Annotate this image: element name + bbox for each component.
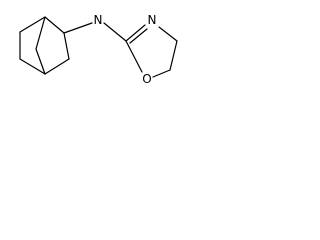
bond-c5-c4 [19, 58, 46, 75]
ring-nitrogen-label: N [148, 13, 157, 27]
bond-c7-c4-bridge [35, 48, 46, 75]
bond-c5-o1 [152, 69, 171, 78]
amine-nitrogen-label: N [94, 13, 103, 27]
oxazoline-ring [125, 24, 178, 78]
molecule-structure: N N O [19, 13, 178, 86]
bond-c2-n3-double-outer [125, 24, 146, 42]
bond-c4-c5 [169, 40, 178, 71]
bond-o1-c2 [125, 40, 143, 73]
bond-c1-c7-bridge [35, 16, 46, 50]
bond-n3-c4 [158, 26, 178, 42]
bond-nh-c2-oxazoline [103, 22, 127, 42]
ring-oxygen-label: O [142, 72, 151, 86]
bond-c1-c6 [19, 16, 46, 33]
bond-c2-c1 [44, 16, 65, 34]
norbornane-ring [19, 16, 70, 75]
bond-c2-n3-double-inner [129, 28, 148, 44]
bond-c3-c2 [63, 32, 70, 60]
bond-c2-nh [63, 22, 93, 34]
bond-c4-c3 [44, 58, 70, 75]
